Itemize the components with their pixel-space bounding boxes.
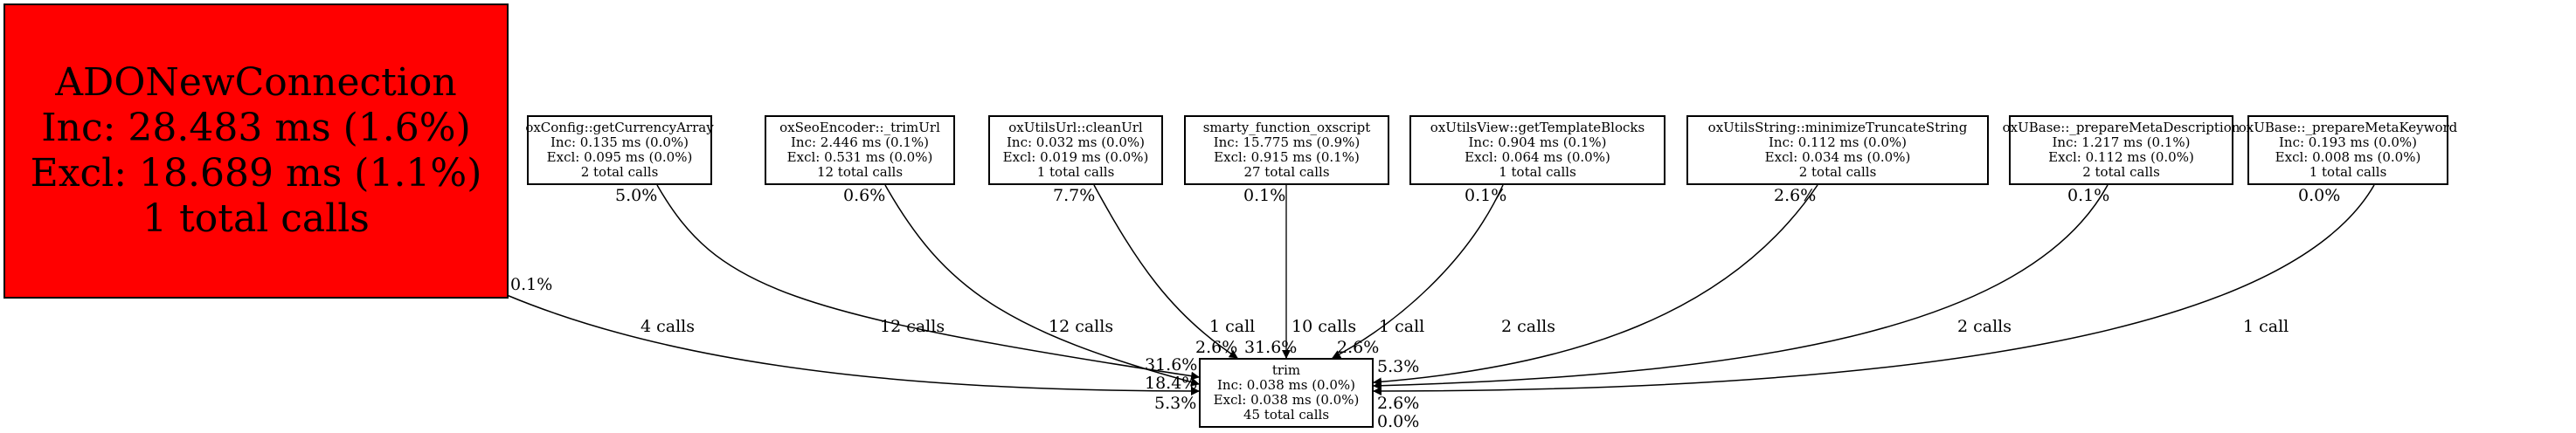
edge-head-pct: 0.0% [1377,412,1420,431]
node-name: oxUtilsString::minimizeTruncateString [1707,120,1968,135]
edge-metadescription-trim [1373,184,2109,390]
node-excl: Excl: 0.095 ms (0.0%) [546,149,693,165]
edge-calls-label: 1 call [1379,317,1425,336]
node-excl: Excl: 0.531 ms (0.0%) [786,149,933,165]
node-name: oxUtilsView::getTemplateBlocks [1430,120,1645,135]
edge-tail-pct: 0.1% [1465,186,1507,205]
node-name: ADONewConnection [55,60,457,105]
edge-tail-pct: 0.1% [2067,186,2110,205]
edge-calls-label: 12 calls [1049,317,1114,336]
edge-tail-pct: 5.0% [615,186,658,205]
node-calls: 1 total calls [2309,164,2387,180]
edge-tail-pct: 0.1% [1243,186,1286,205]
edge-calls-label: 2 calls [1957,317,2012,336]
edge-calls-label: 2 calls [1501,317,1556,336]
edge-templateblocks-trim [1332,184,1504,359]
node-cleanurl[interactable]: oxUtilsUrl::cleanUrl Inc: 0.032 ms (0.0%… [988,115,1163,185]
edge-head-pct: 5.3% [1154,394,1197,413]
edge-calls-label: 12 calls [880,317,945,336]
node-minimizetruncatestring[interactable]: oxUtilsString::minimizeTruncateString In… [1686,115,1989,185]
node-inc: Inc: 0.032 ms (0.0%) [1006,134,1146,150]
node-inc: Inc: 0.135 ms (0.0%) [550,134,689,150]
edge-head-pct: 2.6% [1195,338,1238,357]
node-inc: Inc: 28.483 ms (1.6%) [41,106,471,150]
node-calls: 12 total calls [816,164,904,180]
node-name: trim [1271,362,1301,378]
node-getcurrencyarray[interactable]: oxConfig::getCurrencyArray Inc: 0.135 ms… [525,115,714,185]
node-calls: 27 total calls [1243,164,1330,180]
node-inc: Inc: 0.904 ms (0.1%) [1468,134,1607,150]
node-excl: Excl: 0.915 ms (0.1%) [1214,149,1360,165]
edge-metakeyword-trim [1373,184,2375,395]
node-name: oxConfig::getCurrencyArray [525,120,714,135]
edge-calls-label: 4 calls [641,317,696,336]
edge-cleanurl-trim [1093,184,1238,359]
node-preparemetadescription[interactable]: oxUBase::_prepareMetaDescription Inc: 1.… [2003,115,2240,185]
edge-head-pct: 2.6% [1337,338,1380,357]
node-calls: 45 total calls [1243,407,1330,423]
node-name: oxUBase::_prepareMetaKeyword [2238,120,2458,135]
node-name: oxSeoEncoder::_trimUrl [779,120,940,135]
node-calls: 1 total calls [1499,164,1576,180]
edge-head-pct: 5.3% [1377,357,1420,376]
node-inc: Inc: 0.038 ms (0.0%) [1216,377,1356,393]
node-calls: 2 total calls [580,164,659,180]
edge-tail-pct: 2.6% [1774,186,1817,205]
node-name: oxUBase::_prepareMetaDescription [2002,120,2240,135]
edge-adonewconnection-trim [506,294,1200,395]
node-calls: 1 total calls [1036,164,1115,180]
node-name: oxUtilsUrl::cleanUrl [1008,120,1143,135]
node-excl: Excl: 0.019 ms (0.0%) [1002,149,1149,165]
node-trimurl[interactable]: oxSeoEncoder::_trimUrl Inc: 2.446 ms (0.… [765,115,955,185]
node-inc: Inc: 0.112 ms (0.0%) [1768,134,1908,150]
node-preparemetakeyword[interactable]: oxUBase::_prepareMetaKeyword Inc: 0.193 … [2239,115,2457,185]
edge-head-pct: 31.6% [1244,338,1298,357]
node-trim[interactable]: trim Inc: 0.038 ms (0.0%) Excl: 0.038 ms… [1199,358,1374,428]
node-inc: Inc: 15.775 ms (0.9%) [1213,134,1361,150]
edge-calls-label: 10 calls [1291,317,1357,336]
node-inc: Inc: 2.446 ms (0.1%) [790,134,930,150]
node-gettemplateblocks[interactable]: oxUtilsView::getTemplateBlocks Inc: 0.90… [1409,115,1665,185]
node-calls: 1 total calls [142,196,370,241]
node-adonewconnection[interactable]: ADONewConnection Inc: 28.483 ms (1.6%) E… [3,3,509,299]
node-name: smarty_function_oxscript [1202,120,1371,135]
node-excl: Excl: 0.038 ms (0.0%) [1213,392,1360,408]
edge-calls-label: 1 call [2243,317,2289,336]
node-calls: 2 total calls [1798,164,1877,180]
edge-calls-label: 1 call [1209,317,1256,336]
node-excl: Excl: 0.112 ms (0.0%) [2048,149,2194,165]
node-excl: Excl: 0.008 ms (0.0%) [2275,149,2421,165]
edge-head-pct: 2.6% [1377,394,1420,413]
edge-trimurl-trim [884,184,1200,387]
node-smarty-function-oxscript[interactable]: smarty_function_oxscript Inc: 15.775 ms … [1184,115,1389,185]
edge-tail-pct: 0.1% [510,275,553,294]
node-excl: Excl: 0.064 ms (0.0%) [1465,149,1610,165]
edge-tail-pct: 7.7% [1053,186,1096,205]
edge-tail-pct: 0.6% [843,186,886,205]
node-excl: Excl: 18.689 ms (1.1%) [30,151,482,196]
node-calls: 2 total calls [2082,164,2160,180]
edge-head-pct: 31.6% [1145,355,1198,375]
node-inc: Inc: 0.193 ms (0.0%) [2278,134,2418,150]
edge-tail-pct: 0.0% [2298,186,2341,205]
edge-head-pct: 18.4% [1145,374,1198,393]
edge-minimizetruncate-trim [1373,184,1818,387]
edge-getcurrencyarray-trim [656,184,1200,381]
node-inc: Inc: 1.217 ms (0.1%) [2052,134,2191,150]
node-excl: Excl: 0.034 ms (0.0%) [1764,149,1911,165]
